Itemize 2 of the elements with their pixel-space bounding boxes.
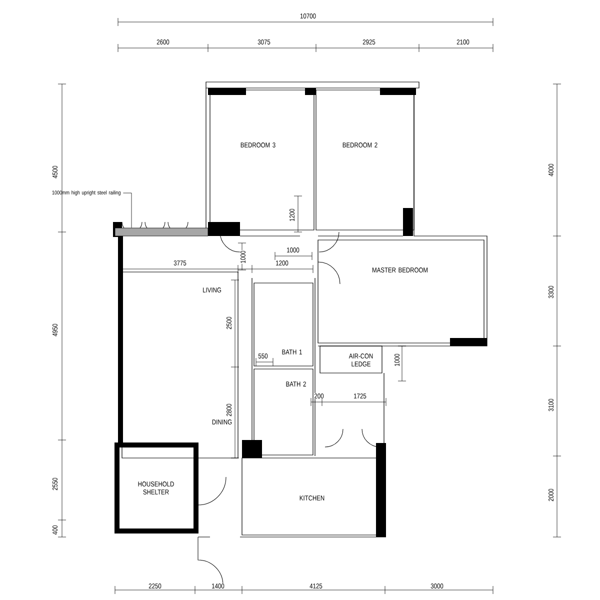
- leader-line: [123, 192, 132, 228]
- railing: [114, 228, 208, 236]
